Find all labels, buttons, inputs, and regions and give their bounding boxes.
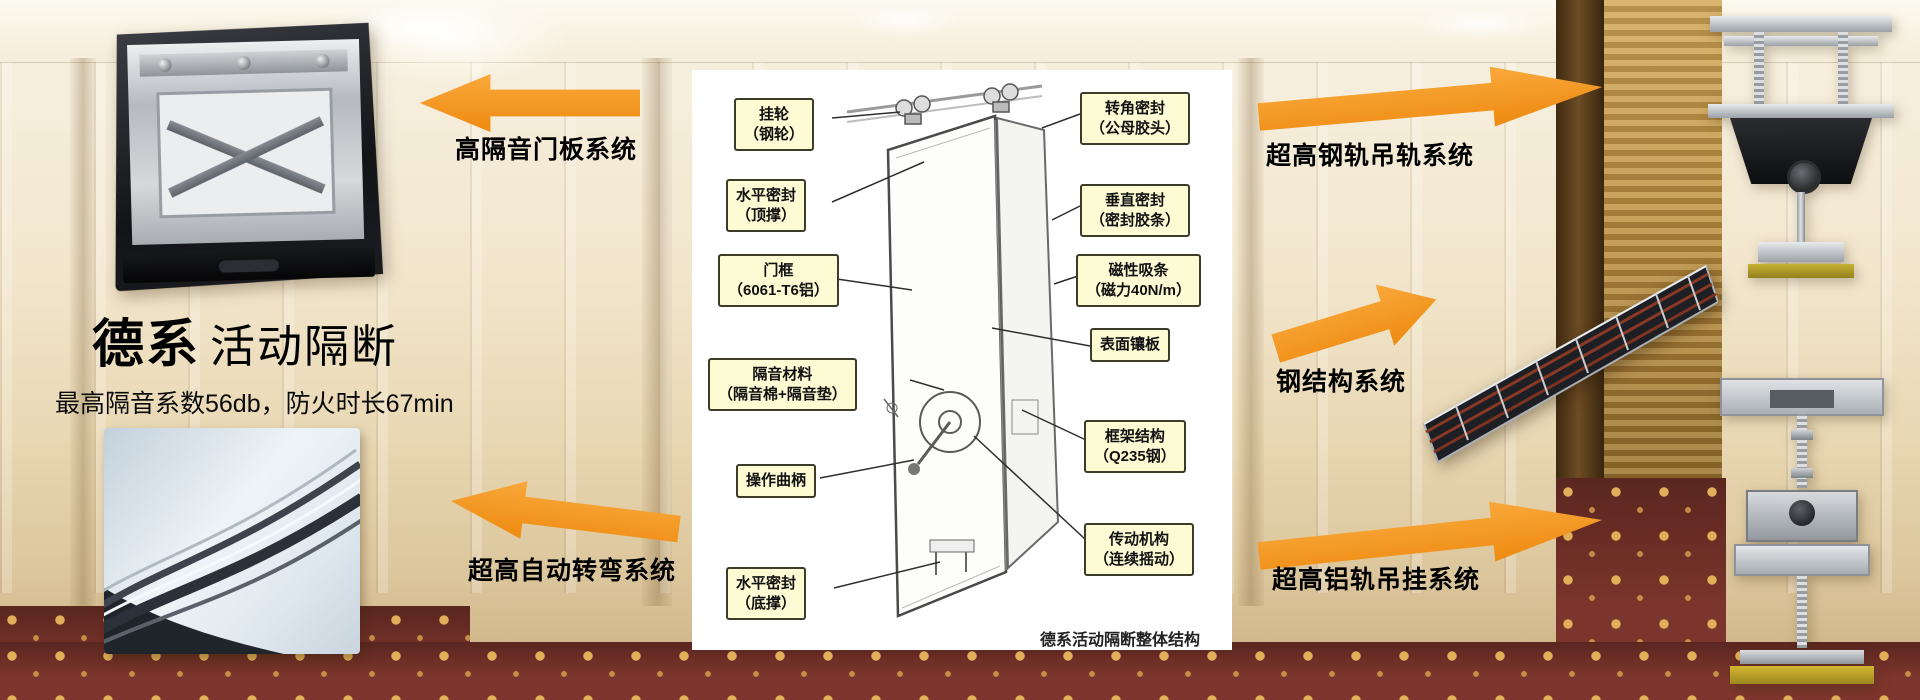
threaded-rod — [1797, 576, 1807, 648]
bracket — [1758, 242, 1844, 262]
callout-door-frame: 门框 （6061-T6铝） — [718, 254, 839, 307]
label-auto-turning-system: 超高自动转弯系统 — [468, 557, 677, 585]
mount-foot — [1748, 264, 1854, 278]
photo-steel-structure — [1416, 226, 1720, 466]
callout-vertical-seal: 垂直密封 （密封胶条） — [1080, 184, 1191, 237]
callout-magnetic-strip: 磁性吸条 （磁力40N/m） — [1076, 254, 1202, 307]
roller-wheel — [1789, 500, 1815, 526]
callout-drive-mechanism: 传动机构 （连续摇动） — [1084, 523, 1195, 576]
curved-track-art — [104, 448, 360, 654]
callout-acoustic-material: 隔音材料 （隔音棉+隔音垫） — [708, 358, 857, 411]
label-steel-structure-system: 钢结构系统 — [1276, 368, 1407, 396]
mount-foot — [1730, 666, 1874, 684]
photo-curved-track — [104, 428, 360, 654]
label-door-panel-system: 高隔音门板系统 — [455, 136, 638, 164]
photo-aluminium-track-hanger — [1706, 372, 1898, 688]
threaded-rod — [1754, 32, 1764, 104]
photo-door-top-mechanism — [109, 23, 384, 292]
callout-operating-crank: 操作曲柄 — [736, 464, 817, 498]
wall-column — [1238, 58, 1264, 606]
lower-channel — [1734, 544, 1870, 576]
threaded-rod — [1797, 414, 1807, 488]
label-aluminium-rail-system: 超高铝轨吊挂系统 — [1272, 566, 1481, 594]
steel-truss-art — [1422, 264, 1720, 464]
foot-plate — [1740, 650, 1864, 664]
arrow-door-panel-system — [420, 74, 640, 132]
callout-hanging-wheel: 挂轮 （钢轮） — [734, 98, 815, 151]
top-plate — [1710, 16, 1892, 32]
carpet-right — [1556, 478, 1726, 700]
plate — [1708, 104, 1894, 118]
callout-corner-seal: 转角密封 （公母胶头） — [1080, 92, 1191, 145]
callout-surface-panel: 表面镶板 — [1090, 328, 1171, 362]
brand-subtitle: 最高隔音系数56db，防火时长67min — [55, 390, 454, 418]
callout-frame-structure: 框架结构 （Q235钢） — [1084, 420, 1186, 473]
diagram-caption: 德系活动隔断整体结构 — [1040, 632, 1201, 649]
rail-slot — [218, 259, 280, 273]
aluminium-channel — [1720, 378, 1884, 416]
plate — [1724, 36, 1878, 46]
threaded-rod — [1838, 32, 1848, 104]
brand-title-light: 活动隔断 — [210, 321, 399, 372]
arrow-auto-turning-system — [447, 472, 682, 558]
arrow-steel-rail-system — [1256, 57, 1605, 147]
photo-steel-track-hanger — [1702, 10, 1900, 282]
callout-bottom-seal: 水平密封 （底撑） — [726, 567, 807, 620]
nut — [1791, 430, 1813, 440]
partition-door-drawing — [819, 83, 1091, 618]
nut — [1791, 468, 1813, 478]
callout-top-seal: 水平密封 （顶撑） — [726, 179, 807, 232]
brand-title: 德系活动隔断 — [92, 302, 398, 377]
roller-wheel — [1787, 160, 1821, 194]
label-steel-rail-system: 超高钢轨吊轨系统 — [1266, 142, 1475, 170]
brand-title-bold: 德系 — [92, 316, 201, 374]
partition-structure-diagram: 挂轮 （钢轮） 水平密封 （顶撑） 门框 （6061-T6铝） 隔音材料 （隔音… — [692, 70, 1232, 650]
hanger-stem — [1797, 192, 1805, 242]
